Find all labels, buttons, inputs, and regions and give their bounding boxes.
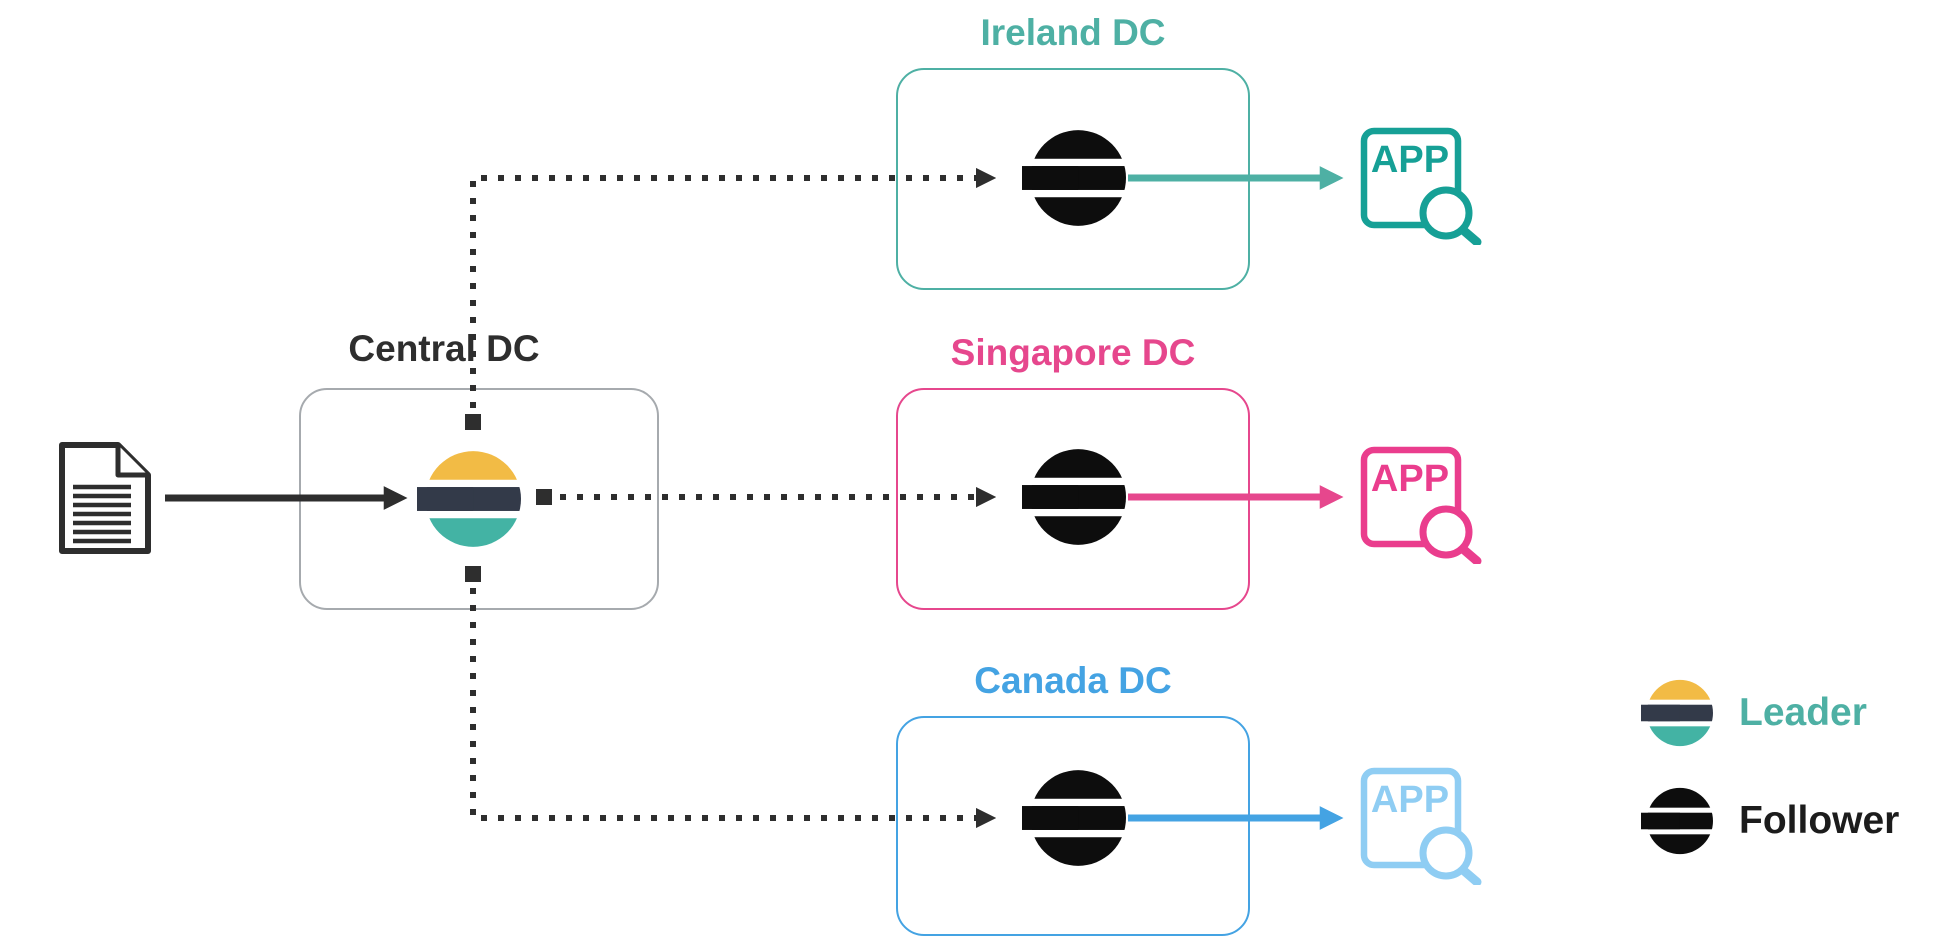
document-text-lines [73,484,131,544]
canada-app-icon: APP [1360,767,1482,885]
central-leader-es-logo [417,451,521,547]
ireland-dc-title: Ireland DC [980,12,1166,53]
connection-node-top [465,414,481,430]
legend-item-follower: Follower [1641,785,1899,857]
magnifier-icon [1419,505,1473,559]
legend-label-leader: Leader [1739,691,1867,734]
app-label: APP [1371,139,1449,181]
canada-dc-box [896,716,1250,936]
replication-link-canada [470,588,997,829]
document-icon [59,442,151,554]
canada-dc-title: Canada DC [974,660,1172,701]
ireland-app-icon: APP [1360,127,1482,245]
connection-node-bottom [465,566,481,582]
ireland-follower-es-logo [1022,130,1126,226]
magnifier-icon [1419,826,1473,880]
legend-label-follower: Follower [1739,799,1900,842]
app-label: APP [1371,458,1449,500]
singapore-dc-title: Singapore DC [950,332,1196,373]
connection-node-right [536,489,552,505]
singapore-app-icon: APP [1360,446,1482,564]
follower-es-logo [1641,787,1713,855]
legend-item-leader: Leader [1641,677,1899,749]
leader-es-logo [1641,679,1713,747]
app-label: APP [1371,779,1449,821]
central-dc-title: Central DC [348,328,540,369]
canada-follower-es-logo [1022,770,1126,866]
magnifier-icon [1419,186,1473,240]
legend: Leader Follower [1641,677,1899,857]
singapore-follower-es-logo [1022,449,1126,545]
